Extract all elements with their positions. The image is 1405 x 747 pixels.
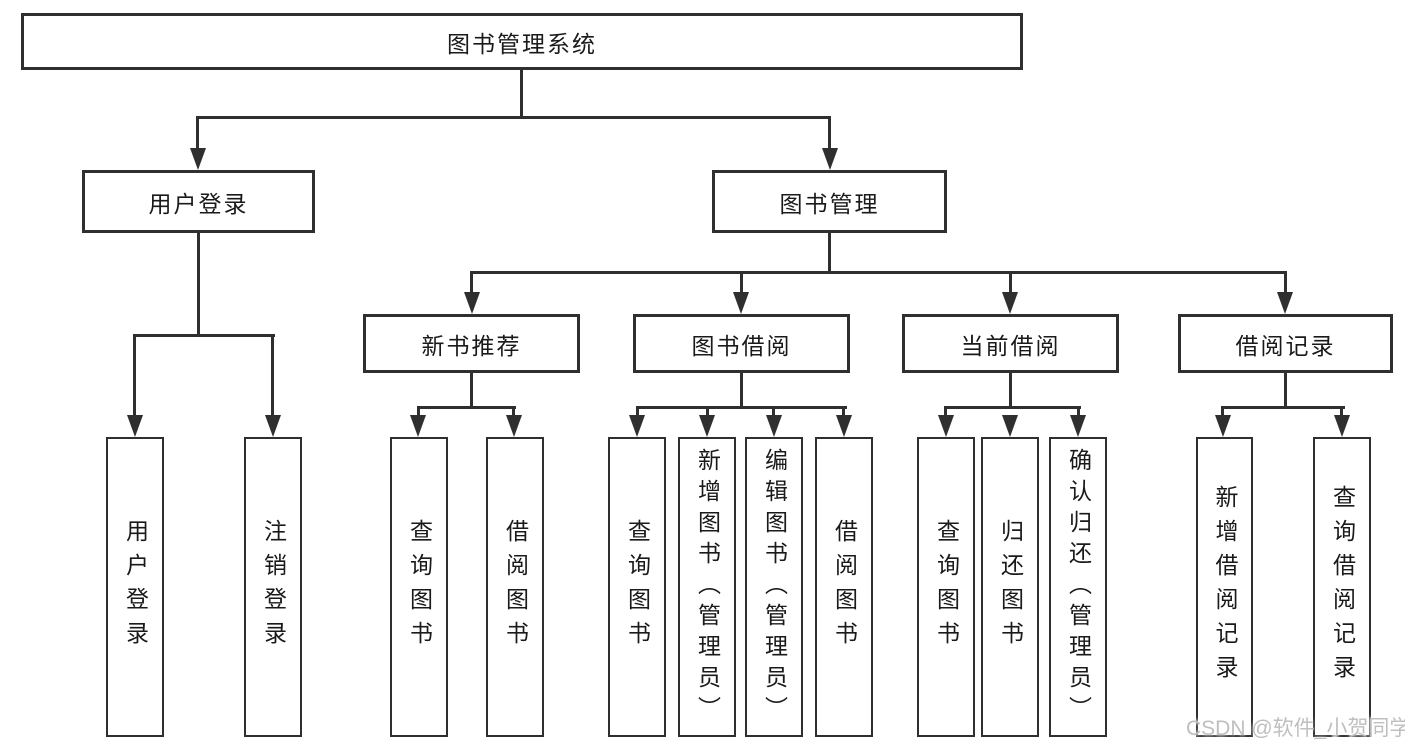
arrow-down-icon bbox=[733, 292, 749, 314]
connector-line bbox=[271, 334, 274, 419]
connector-line bbox=[1284, 373, 1287, 409]
node-book-borrowing: 图书借阅 bbox=[633, 314, 850, 373]
connector-line bbox=[828, 116, 831, 154]
leaf-borrow-books-borrowing: 借阅图书 bbox=[815, 437, 873, 737]
leaf-logout: 注销登录 bbox=[244, 437, 302, 737]
arrow-down-icon bbox=[1070, 415, 1086, 437]
connector-line bbox=[417, 406, 420, 419]
connector-line bbox=[1221, 406, 1345, 409]
leaf-add-book-admin: 新增图书（管理员） bbox=[678, 437, 736, 737]
connector-line bbox=[470, 373, 473, 409]
connector-line bbox=[196, 116, 831, 119]
connector-line bbox=[133, 334, 136, 419]
arrow-down-icon bbox=[1002, 292, 1018, 314]
arrow-down-icon bbox=[699, 415, 715, 437]
arrow-down-icon bbox=[464, 292, 480, 314]
leaf-query-borrow-record: 查询借阅记录 bbox=[1313, 437, 1371, 737]
node-user-login: 用户登录 bbox=[82, 170, 315, 233]
connector-line bbox=[636, 406, 847, 409]
arrow-down-icon bbox=[822, 148, 838, 170]
connector-line bbox=[197, 233, 200, 337]
connector-line bbox=[1009, 373, 1012, 409]
connector-line bbox=[828, 233, 831, 274]
arrow-down-icon bbox=[1215, 415, 1231, 437]
connector-line bbox=[740, 271, 743, 296]
connector-line bbox=[1009, 271, 1012, 296]
connector-line bbox=[1077, 406, 1080, 419]
connector-line bbox=[1284, 271, 1287, 296]
leaf-return-books: 归还图书 bbox=[981, 437, 1039, 737]
node-root: 图书管理系统 bbox=[21, 13, 1023, 70]
arrow-down-icon bbox=[410, 415, 426, 437]
arrow-down-icon bbox=[127, 415, 143, 437]
connector-line bbox=[196, 116, 199, 154]
leaf-edit-book-admin: 编辑图书（管理员） bbox=[745, 437, 803, 737]
connector-line bbox=[1221, 406, 1224, 419]
node-borrowing-records: 借阅记录 bbox=[1178, 314, 1393, 373]
connector-line bbox=[470, 271, 473, 296]
connector-line bbox=[740, 373, 743, 409]
node-new-book-recommend: 新书推荐 bbox=[363, 314, 580, 373]
arrow-down-icon bbox=[938, 415, 954, 437]
connector-line bbox=[944, 406, 947, 419]
connector-line bbox=[944, 406, 1081, 409]
leaf-user-login: 用户登录 bbox=[106, 437, 164, 737]
watermark: CSDN @软件_小贺同学 bbox=[1186, 717, 1405, 740]
arrow-down-icon bbox=[1277, 292, 1293, 314]
connector-line bbox=[470, 271, 1287, 274]
node-current-borrowing: 当前借阅 bbox=[902, 314, 1119, 373]
arrow-down-icon bbox=[265, 415, 281, 437]
connector-line bbox=[417, 406, 516, 409]
arrow-down-icon bbox=[836, 415, 852, 437]
connector-line bbox=[520, 70, 523, 119]
arrow-down-icon bbox=[190, 148, 206, 170]
leaf-query-books-borrowing: 查询图书 bbox=[608, 437, 666, 737]
connector-line bbox=[842, 406, 845, 419]
arrow-down-icon bbox=[1002, 415, 1018, 437]
connector-line bbox=[133, 334, 275, 337]
arrow-down-icon bbox=[506, 415, 522, 437]
arrow-down-icon bbox=[1334, 415, 1350, 437]
connector-line bbox=[512, 406, 515, 419]
leaf-query-books-recommend: 查询图书 bbox=[390, 437, 448, 737]
connector-line bbox=[1340, 406, 1343, 419]
arrow-down-icon bbox=[766, 415, 782, 437]
connector-line bbox=[706, 406, 709, 419]
node-book-management: 图书管理 bbox=[712, 170, 947, 233]
connector-line bbox=[772, 406, 775, 419]
arrow-down-icon bbox=[629, 415, 645, 437]
leaf-confirm-return-admin: 确认归还（管理员） bbox=[1049, 437, 1107, 737]
connector-line bbox=[636, 406, 639, 419]
leaf-add-borrow-record: 新增借阅记录 bbox=[1196, 437, 1253, 737]
leaf-query-books-current: 查询图书 bbox=[917, 437, 975, 737]
leaf-borrow-books-recommend: 借阅图书 bbox=[486, 437, 544, 737]
